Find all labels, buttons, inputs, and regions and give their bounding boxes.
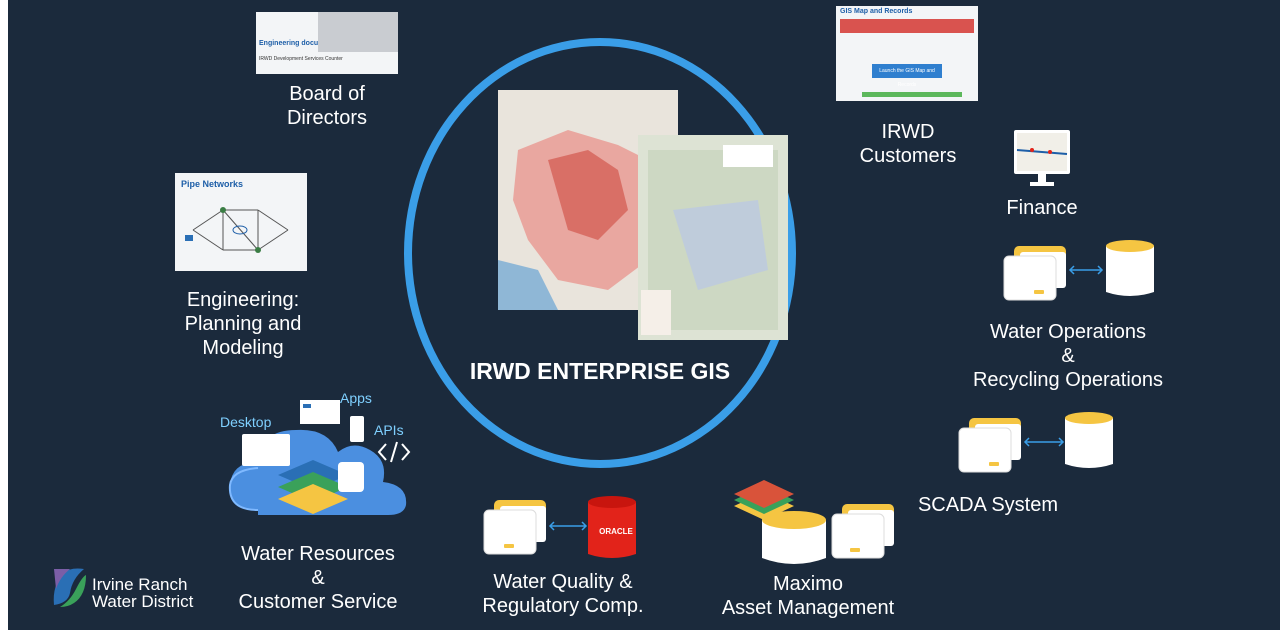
- code-icon: [377, 441, 411, 463]
- customers-thumbnail-button: Launch the GIS Map and Records: [872, 64, 942, 88]
- board-thumbnail: Engineering documents IRWD Development S…: [256, 12, 398, 74]
- label-water-resources: Water Resources & Customer Service: [238, 543, 398, 613]
- hub-title: IRWD ENTERPRISE GIS: [469, 358, 731, 384]
- finance-monitor-icon: [1014, 130, 1070, 186]
- slide-background: IRWD ENTERPRISE GIS Engineering document…: [8, 0, 1280, 630]
- label-water-quality: Water Quality & Regulatory Comp.: [482, 571, 644, 617]
- apps-icon: [300, 400, 340, 424]
- logo-text-line1: Irvine Ranch: [92, 575, 188, 594]
- label-maximo: Maximo Asset Management: [721, 573, 895, 619]
- oracle-label: ORACLE: [599, 527, 633, 536]
- logo-text-line2: Water District: [92, 592, 194, 611]
- board-thumbnail-subheader: IRWD Development Services Counter: [259, 56, 343, 62]
- maximo-system-icon: [734, 480, 894, 564]
- irwd-logo-icon: [53, 568, 86, 607]
- label-scada: SCADA System: [917, 494, 1059, 516]
- label-irwd-customers: IRWD Customers: [859, 121, 957, 167]
- label-apis: APIs: [374, 422, 404, 438]
- label-apps: Apps: [340, 390, 372, 406]
- board-thumbnail-header: Engineering documents: [259, 40, 339, 47]
- customers-thumbnail-buttons-row: [862, 92, 962, 97]
- customers-thumbnail: GIS Map and Records Launch the GIS Map a…: [836, 6, 978, 101]
- board-thumbnail-image: [318, 12, 398, 52]
- label-water-operations: Water Operations & Recycling Operations: [972, 321, 1164, 391]
- water-operations-system-icon: [1003, 240, 1154, 301]
- scada-system-icon: [958, 412, 1113, 473]
- pipe-network-diagram: [185, 207, 289, 253]
- mobile-icon: [350, 416, 364, 442]
- label-board-of-directors: Board of Directors: [286, 83, 367, 129]
- hub-ring: [404, 38, 796, 468]
- engineering-thumbnail-title: Pipe Networks: [181, 179, 244, 189]
- customers-thumbnail-alert: [840, 19, 974, 33]
- customers-thumbnail-header: GIS Map and Records: [840, 8, 913, 15]
- label-desktop: Desktop: [220, 414, 272, 430]
- engineering-thumbnail: Pipe Networks: [175, 173, 307, 271]
- label-finance: Finance: [1006, 197, 1078, 219]
- gis-map-image: [498, 90, 788, 340]
- water-quality-system-icon: [483, 496, 636, 558]
- label-engineering: Engineering: Planning and Modeling: [184, 289, 302, 359]
- desktop-icon: [242, 434, 290, 466]
